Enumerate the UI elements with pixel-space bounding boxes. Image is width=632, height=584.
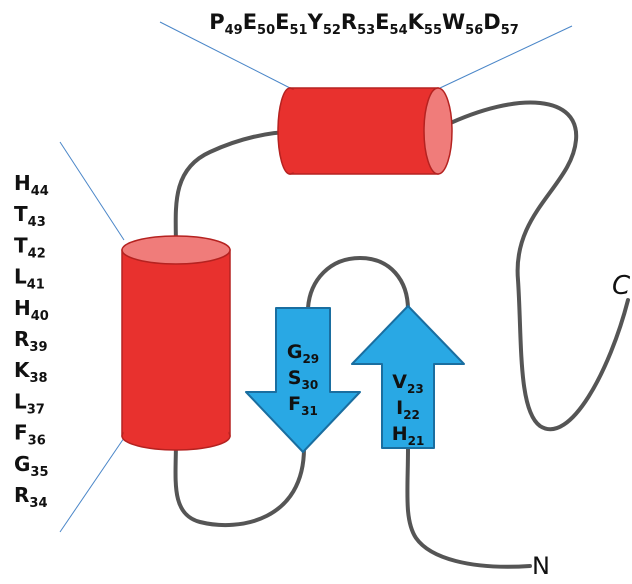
residue-label: S30: [288, 367, 318, 392]
loop-hairpin-turn: [306, 256, 410, 312]
residue-letter: D: [483, 10, 500, 34]
residue-number: 30: [301, 378, 318, 392]
residue-number: 31: [301, 404, 318, 418]
n-terminus-label: N: [532, 552, 550, 579]
residue-label: F36: [14, 421, 46, 449]
helix-left: [121, 235, 231, 451]
strand-up-arrow: [351, 305, 465, 449]
loop-nterm-to-strand-up: [405, 446, 532, 569]
residue-number: 41: [27, 278, 45, 293]
guide-line-left-bottom: [59, 437, 125, 533]
residue-label: K38: [14, 358, 48, 386]
residue-label: H44: [14, 171, 49, 199]
top-helix-sequence: P49E50E51Y52R53E54K55W56D57: [209, 10, 519, 38]
loop-strand-down-to-helix: [173, 438, 306, 528]
residue-label: L37: [14, 389, 45, 417]
residue-letter: E: [243, 10, 257, 34]
residue-number: 22: [403, 408, 420, 422]
residue-letter: R: [341, 10, 357, 34]
residue-number: 53: [357, 23, 375, 38]
residue-letter: F: [14, 421, 28, 445]
guide-line-top-left: [159, 21, 291, 89]
residue-number: 43: [28, 215, 46, 230]
residue-number: 57: [501, 23, 519, 38]
residue-letter: S: [288, 367, 302, 389]
residue-letter: R: [14, 327, 29, 351]
residue-label: R39: [14, 327, 48, 355]
residue-label: I22: [396, 397, 420, 422]
residue-number: 55: [424, 23, 442, 38]
residue-letter: L: [14, 265, 27, 289]
residue-label: R34: [14, 483, 48, 511]
residue-letter: T: [14, 233, 28, 257]
residue-label: G35: [14, 452, 49, 480]
residue-number: 39: [29, 340, 47, 355]
residue-label: H21: [392, 423, 425, 448]
residue-number: 51: [290, 23, 308, 38]
residue-label: T42: [14, 233, 46, 261]
residue-number: 54: [390, 23, 408, 38]
c-terminus-label: C: [612, 271, 631, 301]
residue-letter: I: [396, 397, 403, 419]
residue-number: 44: [31, 184, 49, 199]
residue-number: 29: [302, 352, 319, 366]
residue-letter: P: [209, 10, 224, 34]
guide-lines: [59, 21, 573, 533]
residue-label: H40: [14, 296, 49, 324]
helix-left-cap: [121, 235, 231, 265]
residue-letter: T: [14, 202, 28, 226]
residue-number: 49: [225, 23, 243, 38]
residue-letter: R: [14, 483, 29, 507]
loop-helix-to-cterm: [442, 100, 630, 431]
helix-top-fill: [292, 89, 438, 173]
residue-letter: E: [375, 10, 389, 34]
residue-letter: H: [14, 296, 31, 320]
residue-number: 35: [30, 465, 48, 480]
strand-down-arrow: [245, 307, 361, 453]
residue-label: F31: [288, 393, 318, 418]
residue-number: 36: [28, 434, 46, 449]
residue-label: L41: [14, 265, 45, 293]
residue-letter: H: [14, 171, 31, 195]
residue-number: 23: [407, 382, 424, 396]
residue-letter: K: [14, 358, 31, 382]
residue-number: 42: [28, 246, 46, 261]
residue-letter: F: [288, 393, 301, 415]
residue-number: 50: [257, 23, 275, 38]
backbone-loops: [173, 100, 630, 569]
residue-label: V23: [392, 371, 423, 396]
loop-helix-to-helix: [173, 130, 294, 250]
top-helix-residue-labels: P49E50E51Y52R53E54K55W56D57: [209, 10, 519, 38]
residue-letter: W: [442, 10, 465, 34]
residue-letter: G: [14, 452, 30, 476]
residue-number: 52: [323, 23, 341, 38]
helix-top-cap: [423, 87, 453, 175]
residue-number: 21: [408, 434, 425, 448]
residue-label: T43: [14, 202, 46, 230]
residue-number: 56: [465, 23, 483, 38]
residue-number: 40: [31, 309, 49, 324]
residue-letter: V: [392, 371, 407, 393]
residue-letter: G: [287, 341, 303, 363]
residue-letter: H: [392, 423, 408, 445]
guide-line-left-top: [59, 141, 125, 241]
residue-letter: L: [14, 389, 27, 413]
helix-left-fill: [123, 250, 229, 436]
residue-number: 34: [29, 496, 47, 511]
residue-letter: E: [275, 10, 289, 34]
residue-number: 37: [27, 402, 45, 417]
residue-letter: K: [408, 10, 425, 34]
helix-top: [277, 87, 453, 175]
residue-label: G29: [287, 341, 319, 366]
residue-number: 38: [30, 371, 48, 386]
guide-line-top-right: [439, 25, 573, 89]
residue-letter: Y: [307, 10, 324, 34]
